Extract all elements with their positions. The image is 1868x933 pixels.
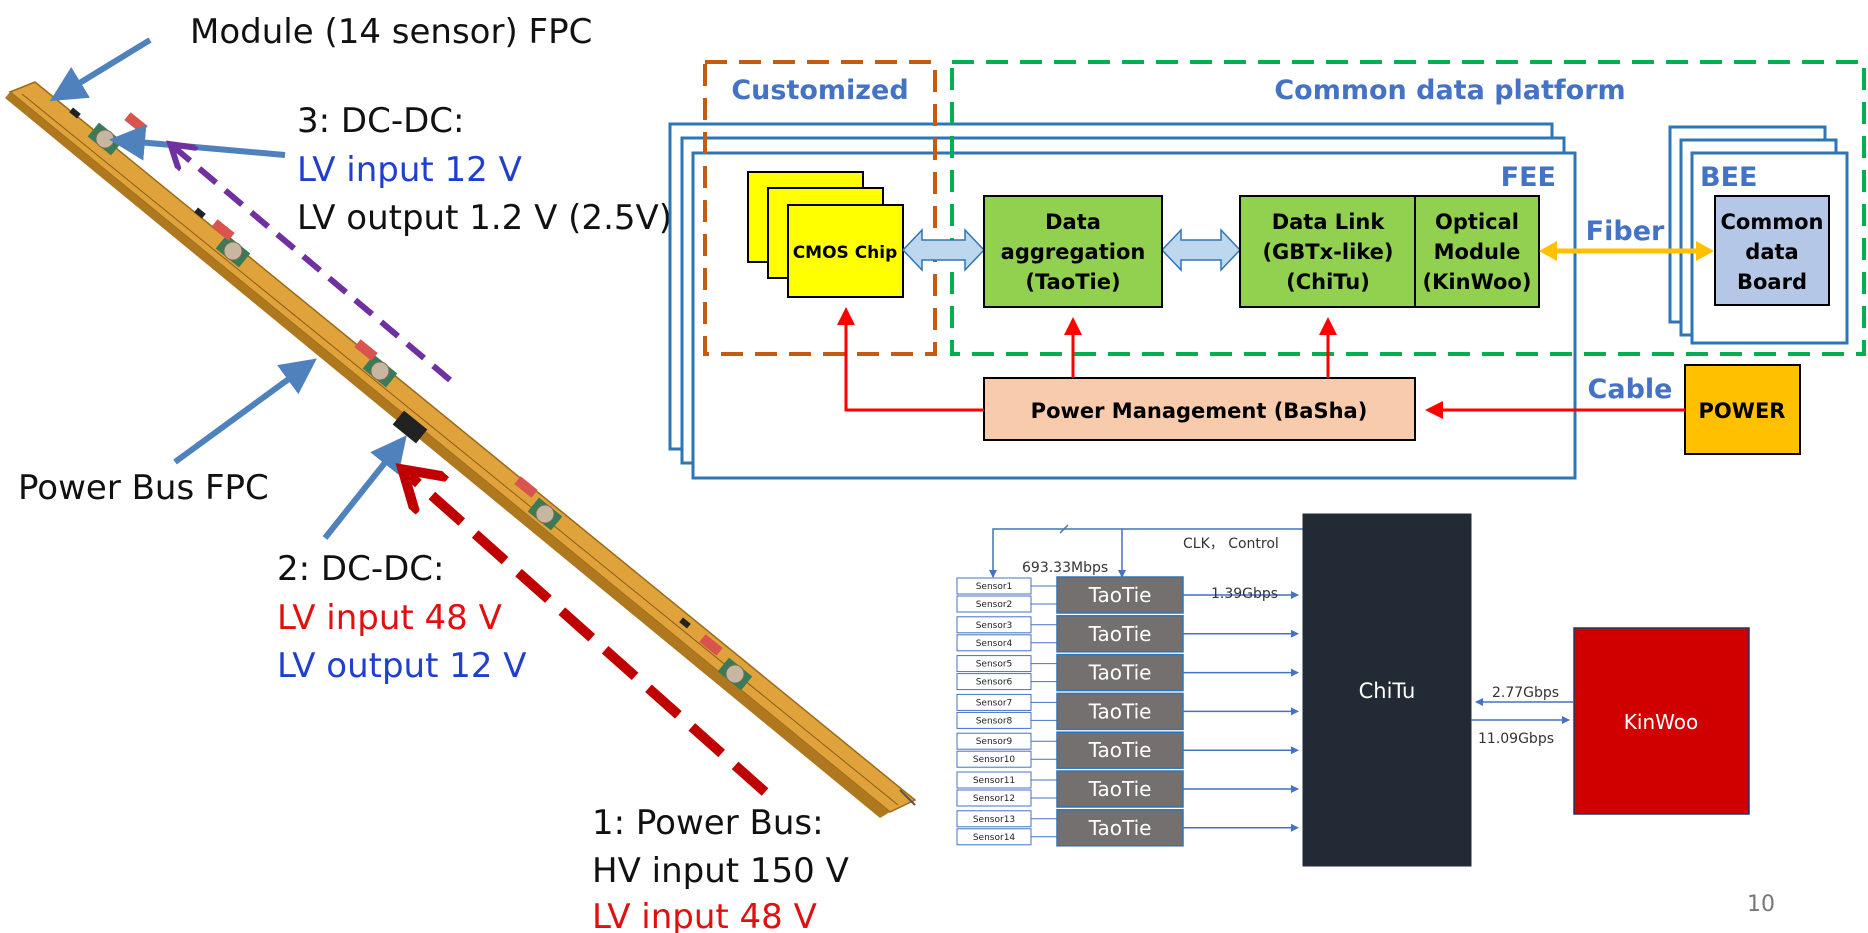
sensor-label: Sensor12 — [973, 794, 1015, 804]
heading-bee: BEE — [1700, 162, 1757, 193]
sensor-label: Sensor1 — [976, 582, 1013, 592]
sensor-label: Sensor7 — [976, 698, 1013, 708]
sensor-label: Sensor5 — [976, 660, 1013, 670]
sensor-label: Sensor9 — [976, 737, 1013, 747]
sensor-label: Sensor14 — [973, 833, 1016, 843]
label-bus1-title: 1: Power Bus: — [592, 803, 824, 843]
datalink-line-1: Data Link — [1272, 210, 1386, 234]
common-board-line-3: Board — [1737, 270, 1807, 294]
label-bus1-hv: HV input 150 V — [592, 851, 849, 891]
taotie-label: TaoTie — [1088, 661, 1152, 685]
aggregation-line-2: aggregation — [1001, 240, 1146, 264]
sensor-label: Sensor13 — [973, 815, 1015, 825]
label-clk-control: CLK， Control — [1183, 536, 1279, 552]
arrow-dcdc2 — [322, 435, 407, 540]
purple-dashed-arrow — [175, 148, 452, 383]
kinwoo-label: KinWoo — [1624, 710, 1698, 734]
sensor-label: Sensor2 — [976, 600, 1013, 610]
chitu-box — [1302, 513, 1472, 867]
taotie-box — [1056, 653, 1184, 692]
power-management-box — [983, 377, 1416, 441]
heading-customized: Customized — [731, 75, 908, 106]
kinwoo-box — [1573, 627, 1750, 815]
sensor-label: Sensor8 — [976, 716, 1013, 726]
taotie-box — [1056, 809, 1184, 847]
power-label: POWER — [1699, 399, 1786, 423]
heading-fee: FEE — [1501, 162, 1556, 193]
power-distribution-lines — [837, 307, 1685, 419]
taotie-label: TaoTie — [1088, 622, 1152, 646]
arrow-module-fpc — [49, 37, 152, 102]
optical-line-1: Optical — [1435, 210, 1519, 234]
label-dcdc2-title: 2: DC-DC: — [277, 549, 444, 589]
sensor-label: Sensor10 — [973, 755, 1016, 765]
power-management-label: Power Management (BaSha) — [1031, 399, 1368, 423]
label-dcdc3-output: LV output 1.2 V (2.5V) — [297, 198, 672, 238]
label-cable: Cable — [1588, 374, 1673, 405]
sensor-label: Sensor6 — [976, 678, 1013, 688]
arrow-dcdc3 — [109, 124, 286, 161]
taotie-box — [1056, 692, 1184, 731]
optical-line-2: Module — [1434, 240, 1521, 264]
optical-box — [1414, 195, 1540, 308]
cmos-chip-label: CMOS Chip — [793, 243, 898, 263]
common-board-box — [1714, 195, 1830, 306]
aggregation-line-1: Data — [1045, 210, 1101, 234]
cmos-chip-box — [787, 204, 904, 298]
taotie-label: TaoTie — [1088, 699, 1152, 723]
taotie-label: TaoTie — [1088, 738, 1152, 762]
aggregation-box — [983, 195, 1163, 308]
arrow-power-bus-fpc — [173, 358, 317, 465]
common-platform-region — [950, 60, 1866, 356]
page-number: 10 — [1747, 892, 1775, 917]
taotie-label: TaoTie — [1088, 777, 1152, 801]
label-dcdc2-input: LV input 48 V — [277, 598, 502, 638]
power-box — [1684, 364, 1801, 455]
taotie-label: TaoTie — [1088, 816, 1152, 840]
taotie-box — [1056, 615, 1184, 653]
readout-rows: TaoTieSensor1Sensor2TaoTieSensor3Sensor4… — [956, 576, 1299, 847]
label-rate-up: 11.09Gbps — [1478, 731, 1554, 747]
datalink-line-3: (ChiTu) — [1286, 270, 1370, 294]
sensor-label: Sensor4 — [976, 639, 1013, 649]
ladder-illustration — [5, 81, 917, 818]
taotie-label: TaoTie — [1088, 583, 1152, 607]
label-power-bus-fpc: Power Bus FPC — [18, 468, 269, 508]
block-diagram: Customized Common data platform FEE CMOS… — [668, 60, 1866, 480]
label-module-fpc: Module (14 sensor) FPC — [190, 12, 592, 52]
label-dcdc2-output: LV output 12 V — [277, 646, 527, 686]
label-dcdc3-input: LV input 12 V — [297, 150, 522, 190]
datalink-line-2: (GBTx-like) — [1262, 240, 1393, 264]
readout-diagram: CLK， Control 693.33Mbps TaoTie Sensor1Sen… — [956, 513, 1750, 867]
sensor-label: Sensor11 — [973, 776, 1015, 786]
heading-common-platform: Common data platform — [1274, 75, 1625, 106]
ladder-modules — [69, 107, 753, 691]
clk-control-line — [989, 528, 1303, 578]
common-board-line-1: Common — [1721, 210, 1824, 234]
sensor-label: Sensor3 — [976, 621, 1013, 631]
customized-region — [703, 60, 937, 356]
chitu-label: ChiTu — [1359, 679, 1416, 703]
optical-line-3: (KinWoo) — [1423, 270, 1532, 294]
red-dashed-arrow — [410, 476, 769, 796]
label-rate-sensor: 693.33Mbps — [1022, 560, 1108, 576]
label-rate-taotie: 1.39Gbps — [1211, 586, 1278, 602]
aggregation-line-3: (TaoTie) — [1025, 270, 1120, 294]
taotie-box — [1056, 576, 1184, 614]
common-board-line-2: data — [1745, 240, 1798, 264]
label-bus1-lv: LV input 48 V — [592, 897, 817, 933]
label-rate-down: 2.77Gbps — [1492, 685, 1559, 701]
label-dcdc3-title: 3: DC-DC: — [297, 101, 464, 141]
datalink-box — [1239, 195, 1416, 308]
label-fiber: Fiber — [1586, 216, 1665, 247]
